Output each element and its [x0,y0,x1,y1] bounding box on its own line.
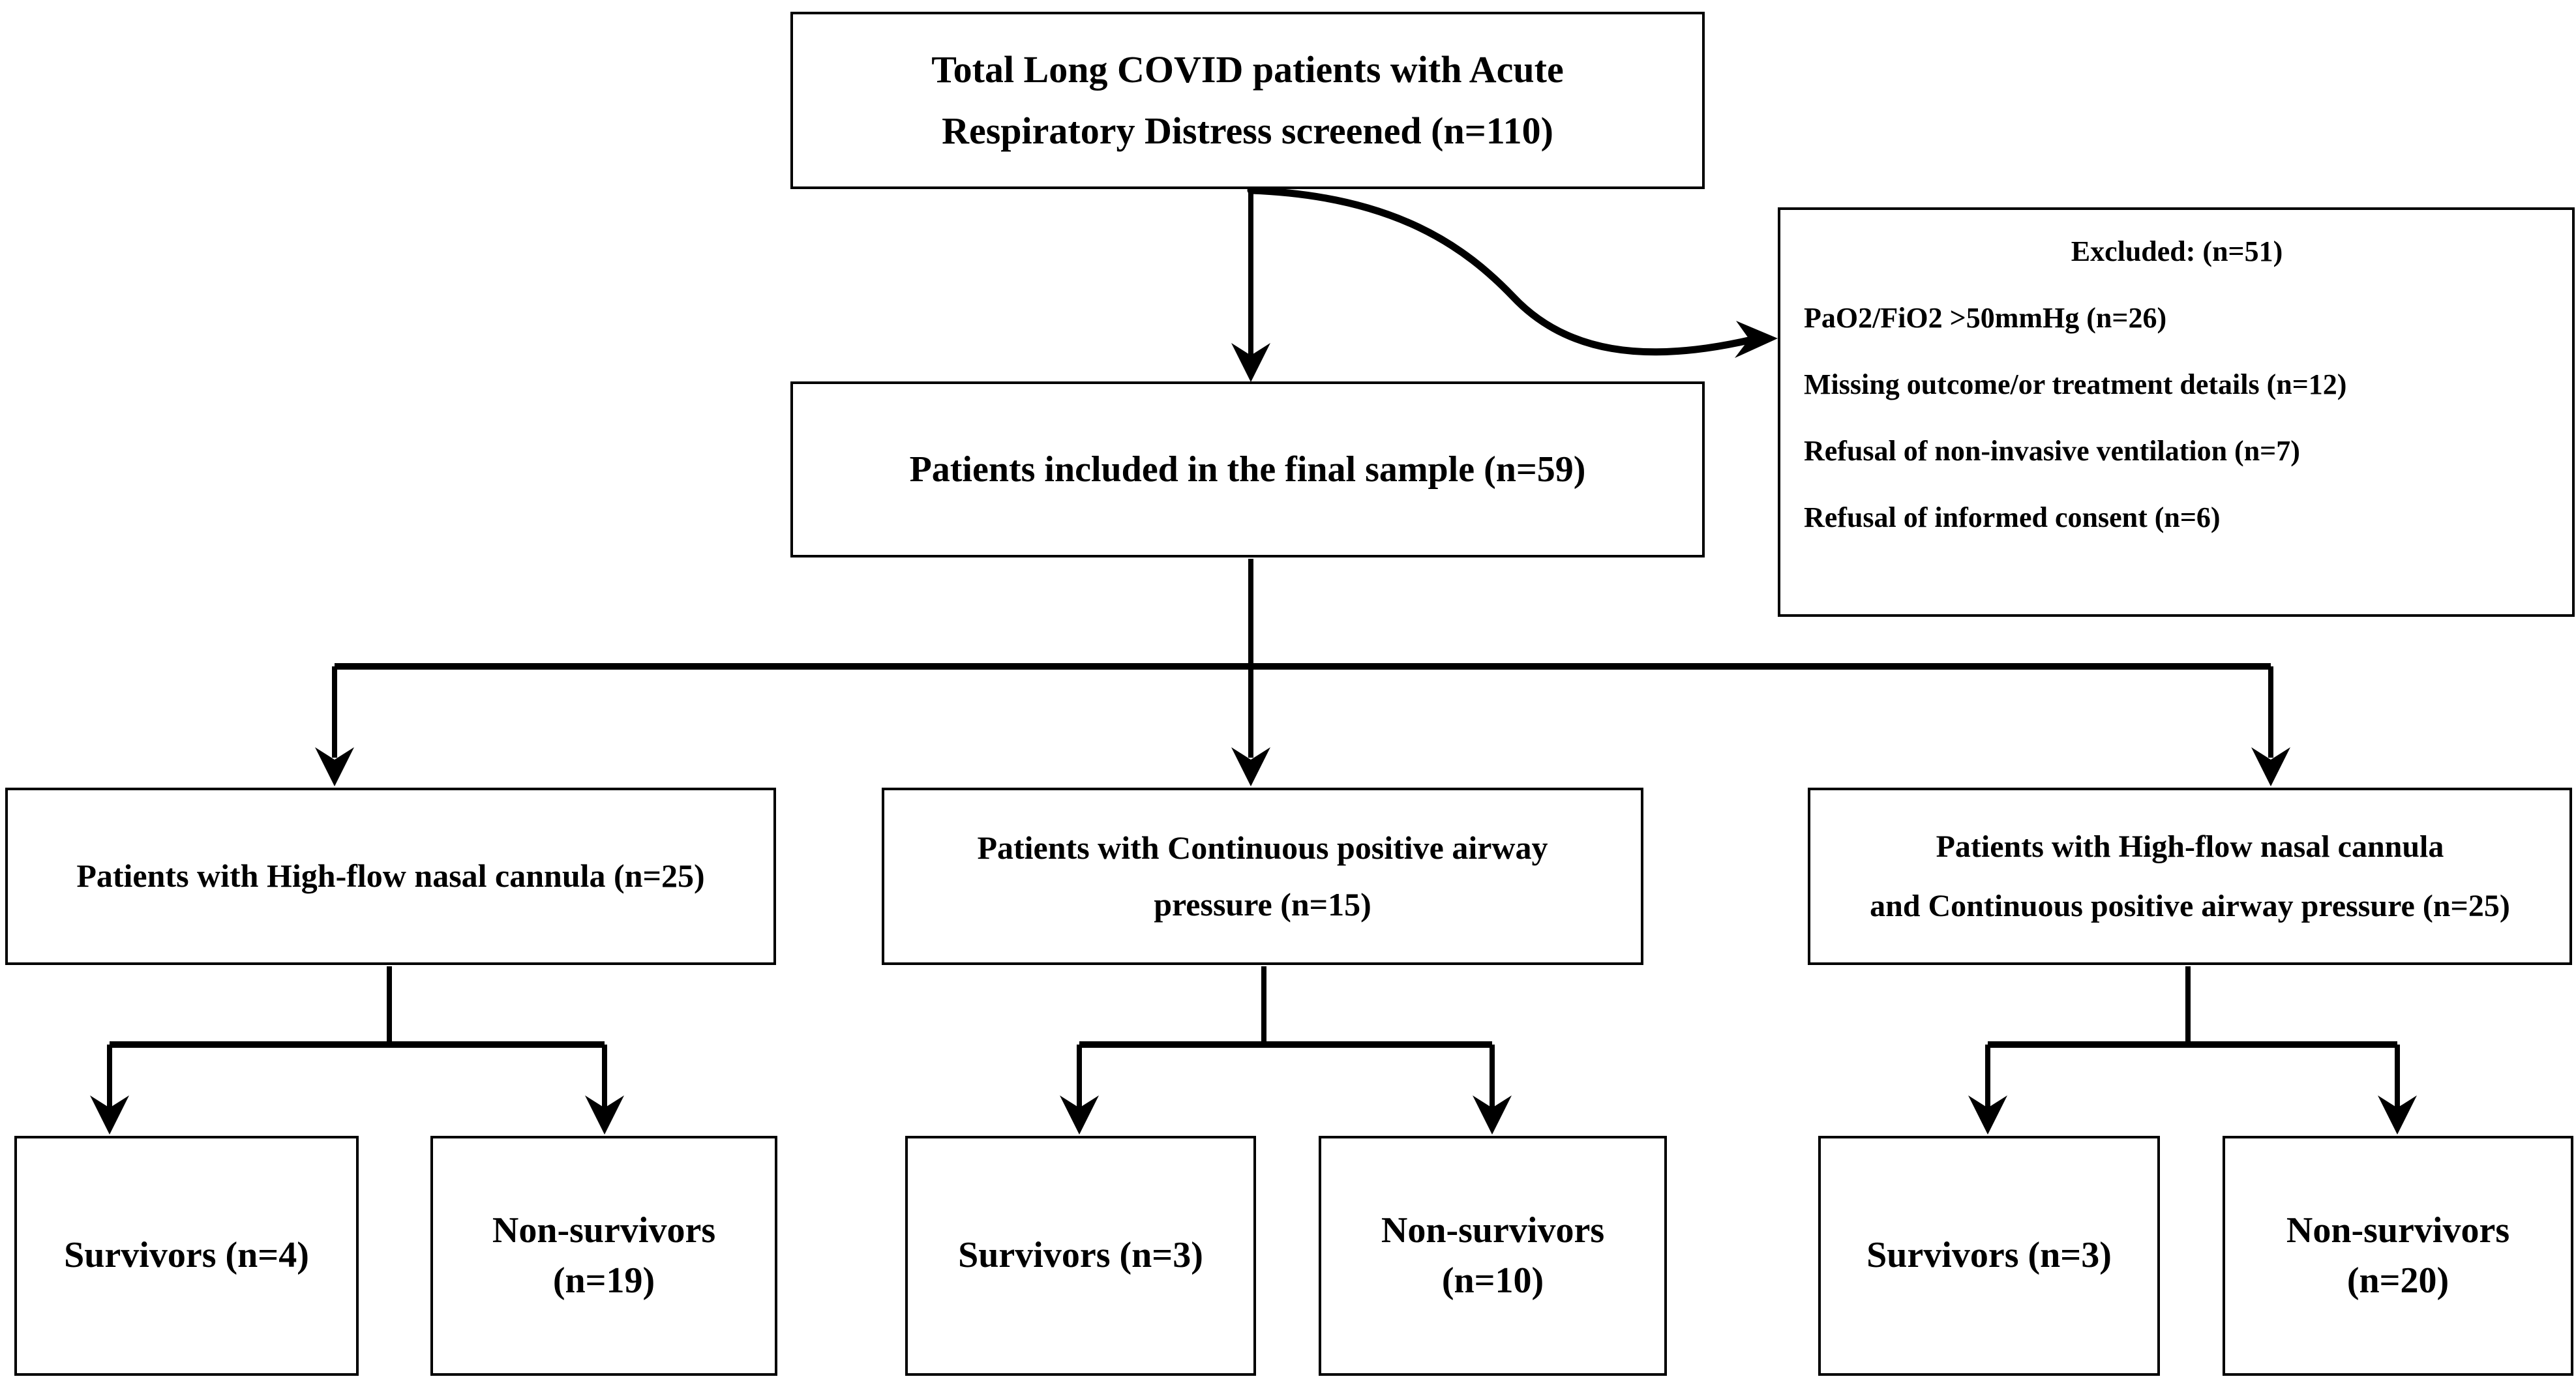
node-cpap-survivors: Survivors (n=3) [905,1136,1256,1376]
node-excluded-reason-4: Refusal of informed consent (n=6) [1804,501,2221,533]
node-arm-cpap-line1: Patients with Continuous positive airway [977,829,1548,866]
node-arm-hfnc-line1: Patients with High-flow nasal cannula (n… [76,857,705,895]
node-excluded-title: Excluded: (n=51) [2071,235,2283,267]
node-cpap-non-survivors-line2: (n=10) [1441,1260,1544,1301]
node-cpap-non-survivors: Non-survivors (n=10) [1319,1136,1667,1376]
node-both-non-survivors: Non-survivors (n=20) [2223,1136,2573,1376]
node-included: Patients included in the final sample (n… [790,381,1705,557]
node-included-line1: Patients included in the final sample (n… [909,449,1586,490]
node-screened-line1: Total Long COVID patients with Acute [931,48,1564,91]
node-hfnc-survivors: Survivors (n=4) [14,1136,359,1376]
node-screened-line2: Respiratory Distress screened (n=110) [942,110,1553,152]
node-cpap-non-survivors-line1: Non-survivors [1381,1210,1605,1251]
node-excluded-reason-1: PaO2/FiO2 >50mmHg (n=26) [1804,302,2167,334]
node-excluded-reason-2: Missing outcome/or treatment details (n=… [1804,368,2347,400]
edge-screened-to-included [1231,190,1270,382]
node-excluded: Excluded: (n=51) PaO2/FiO2 >50mmHg (n=26… [1778,207,2575,617]
node-both-survivors: Survivors (n=3) [1818,1136,2160,1376]
node-both-non-survivors-line2: (n=20) [2346,1260,2449,1301]
node-excluded-reason-3: Refusal of non-invasive ventilation (n=7… [1804,435,2300,467]
node-both-survivors-line1: Survivors (n=3) [1866,1235,2112,1276]
node-arm-both-line1: Patients with High-flow nasal cannula [1936,829,2444,864]
edge-both-to-outcomes [1968,966,2417,1135]
edge-screened-to-excluded [1247,186,1778,358]
node-hfnc-survivors-line1: Survivors (n=4) [64,1235,309,1276]
edge-hfnc-to-outcomes [90,966,624,1135]
node-hfnc-non-survivors-line1: Non-survivors [492,1210,716,1251]
node-arm-hfnc-and-cpap: Patients with High-flow nasal cannula an… [1808,788,2572,965]
node-hfnc-non-survivors: Non-survivors (n=19) [430,1136,777,1376]
node-both-non-survivors-line1: Non-survivors [2286,1210,2510,1251]
node-arm-cpap-line2: pressure (n=15) [1154,886,1371,923]
node-arm-high-flow-nasal-cannula: Patients with High-flow nasal cannula (n… [5,788,776,965]
node-arm-continuous-positive-airway-pressure: Patients with Continuous positive airway… [882,788,1643,965]
edge-cpap-to-outcomes [1060,966,1512,1135]
node-cpap-survivors-line1: Survivors (n=3) [958,1235,1203,1276]
node-arm-both-line2: and Continuous positive airway pressure … [1870,889,2510,923]
node-screened: Total Long COVID patients with Acute Res… [790,12,1705,189]
node-hfnc-non-survivors-line2: (n=19) [552,1260,655,1301]
